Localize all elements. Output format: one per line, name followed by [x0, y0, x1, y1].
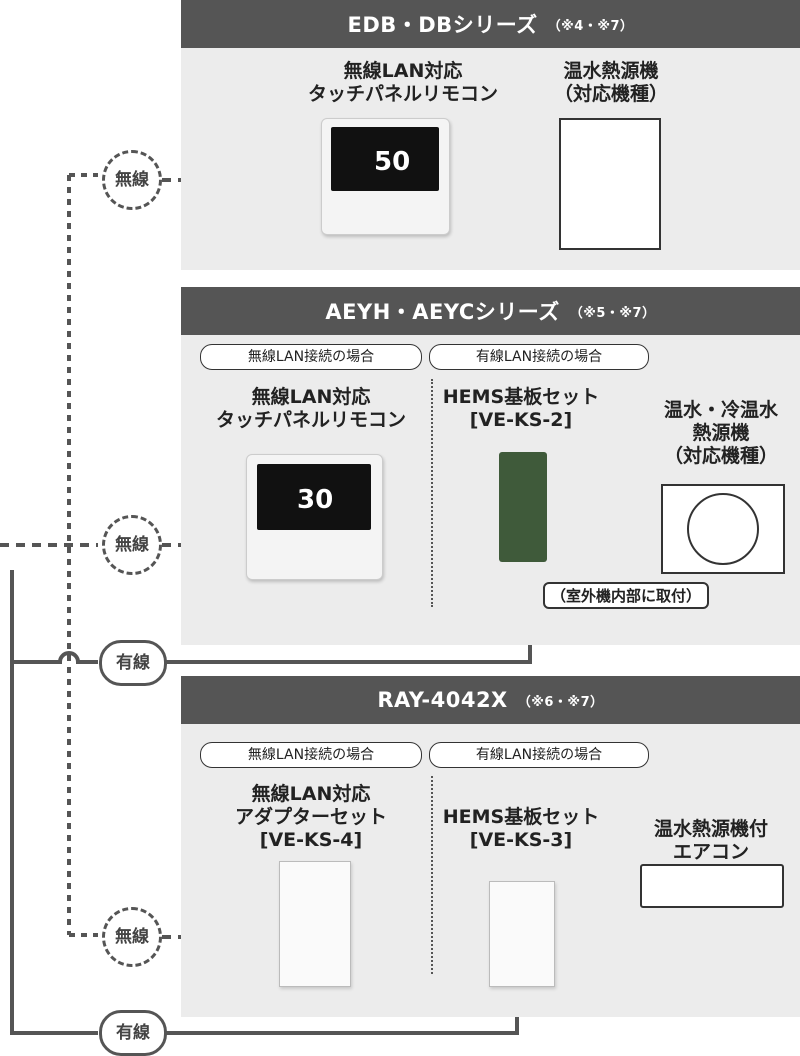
ray-hems-label: HEMS基板セット [VE-KS-3]	[442, 806, 600, 851]
edb-heater-label: 温水熱源機 （対応機種）	[553, 60, 668, 105]
wired-badge-aeyh: 有線	[99, 640, 167, 686]
water-heater-icon	[559, 118, 661, 250]
wireless-adapter-icon	[279, 861, 351, 987]
wired-badge-ray: 有線	[99, 1010, 167, 1056]
panel-aeyh: AEYH・AEYCシリーズ （※5・※7） 無線LAN接続の場合 有線LAN接続…	[181, 287, 800, 645]
panel-edb: EDB・DBシリーズ （※4・※7） 無線LAN対応 タッチパネルリモコン 温水…	[181, 0, 800, 270]
wired-line-ray	[166, 1015, 519, 1035]
ray-adapter-label: 無線LAN対応 アダプターセット [VE-KS-4]	[234, 783, 387, 851]
aeyh-hems-label: HEMS基板セット [VE-KS-2]	[442, 386, 600, 431]
aeyh-remote-temp: 30	[297, 485, 334, 515]
aeyh-pill-wired: 有線LAN接続の場合	[429, 344, 649, 370]
aeyh-heater-label: 温水・冷温水 熱源機 （対応機種）	[663, 399, 778, 467]
edb-remote-temp: 50	[374, 147, 411, 177]
ray-aircon-label: 温水熱源機付 エアコン	[653, 818, 768, 863]
wireless-badge-aeyh: 無線	[102, 515, 162, 575]
panel-ray-note: （※6・※7）	[517, 694, 604, 710]
panel-edb-note: （※4・※7）	[547, 18, 634, 34]
panel-aeyh-note: （※5・※7）	[569, 305, 656, 321]
aeyh-remote-label: 無線LAN対応 タッチパネルリモコン	[215, 386, 406, 431]
aeyh-pill-wireless: 無線LAN接続の場合	[200, 344, 422, 370]
aeyh-outdoor-note: （室外機内部に取付）	[543, 582, 710, 609]
aeyh-divider	[431, 379, 433, 607]
ray-divider	[431, 776, 433, 974]
panel-aeyh-header: AEYH・AEYCシリーズ （※5・※7）	[181, 287, 800, 335]
touch-panel-remote-icon: 30	[246, 454, 383, 580]
wired-trunk-line	[10, 570, 98, 1035]
fan-icon	[687, 493, 759, 565]
ray-pill-wired: 有線LAN接続の場合	[429, 742, 649, 768]
panel-edb-title: EDB・DBシリーズ	[347, 13, 538, 37]
touch-panel-remote-icon: 50	[321, 118, 450, 235]
hems-board-icon	[499, 452, 547, 562]
outdoor-unit-icon	[661, 484, 785, 574]
panel-aeyh-title: AEYH・AEYCシリーズ	[325, 300, 560, 324]
wireless-badge-ray: 無線	[102, 907, 162, 967]
air-conditioner-icon	[640, 864, 784, 908]
panel-ray-header: RAY-4042X （※6・※7）	[181, 676, 800, 724]
wireless-badge-edb: 無線	[102, 150, 162, 210]
ray-pill-wireless: 無線LAN接続の場合	[200, 742, 422, 768]
panel-edb-header: EDB・DBシリーズ （※4・※7）	[181, 0, 800, 48]
edb-remote-label: 無線LAN対応 タッチパネルリモコン	[307, 60, 498, 105]
panel-ray-title: RAY-4042X	[377, 688, 508, 712]
hems-board-box-icon	[489, 881, 555, 987]
panel-ray: RAY-4042X （※6・※7） 無線LAN接続の場合 有線LAN接続の場合 …	[181, 676, 800, 1017]
